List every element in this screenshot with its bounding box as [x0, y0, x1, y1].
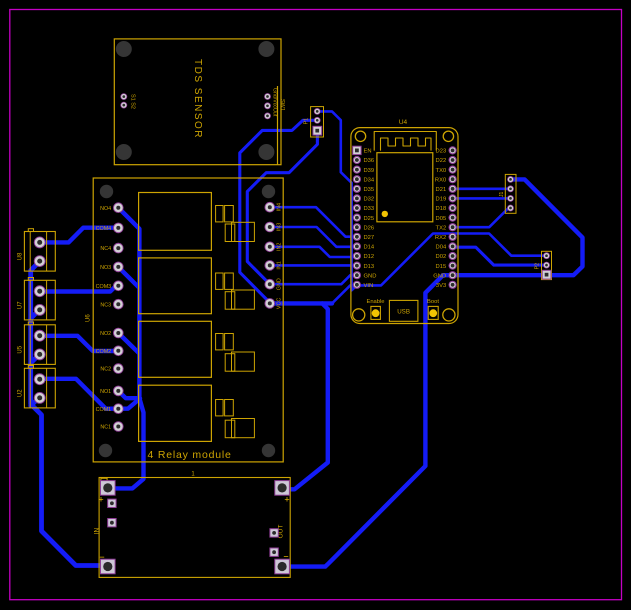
svg-text:COM1: COM1	[96, 407, 112, 413]
svg-text:Enable: Enable	[366, 299, 384, 305]
svg-text:COM4: COM4	[96, 226, 112, 232]
svg-text:USB: USB	[397, 309, 410, 316]
svg-text:D35: D35	[364, 187, 375, 193]
svg-text:D12: D12	[364, 254, 375, 260]
svg-text:D15: D15	[436, 264, 447, 270]
svg-text:VIN: VIN	[364, 283, 374, 289]
svg-text:GND: GND	[277, 278, 283, 290]
svg-text:NC2: NC2	[100, 367, 111, 373]
svg-text:TDS SENSOR: TDS SENSOR	[192, 59, 203, 139]
svg-text:U8: U8	[18, 252, 24, 260]
svg-text:J1: J1	[499, 192, 505, 198]
svg-text:D39: D39	[364, 168, 375, 174]
svg-text:IN3: IN3	[277, 223, 283, 231]
svg-text:Boot: Boot	[427, 299, 439, 305]
svg-text:D14: D14	[364, 245, 375, 251]
svg-text:U6: U6	[86, 314, 92, 322]
svg-text:P2: P2	[535, 263, 541, 270]
svg-text:TX2: TX2	[436, 225, 447, 231]
svg-text:COM2: COM2	[96, 349, 112, 355]
svg-text:D21: D21	[436, 187, 447, 193]
svg-text:D19: D19	[436, 197, 447, 203]
svg-text:D05: D05	[436, 216, 447, 222]
svg-text:IN1: IN1	[277, 261, 283, 269]
svg-text:D36: D36	[364, 158, 375, 164]
svg-text:Gnd/VccOut: Gnd/VccOut	[272, 88, 278, 117]
svg-text:NO4: NO4	[100, 206, 111, 212]
svg-text:D33: D33	[364, 206, 375, 212]
svg-text:D04: D04	[436, 245, 447, 251]
svg-text:RX2: RX2	[435, 235, 446, 241]
svg-text:D13: D13	[364, 264, 375, 270]
svg-text:IN2: IN2	[277, 243, 283, 251]
svg-text:D22: D22	[436, 158, 447, 164]
svg-text:IN4: IN4	[277, 203, 283, 211]
svg-text:−: −	[99, 552, 104, 562]
svg-text:4 Relay module: 4 Relay module	[148, 449, 232, 461]
svg-text:GND: GND	[364, 273, 377, 279]
svg-text:TX0: TX0	[436, 168, 447, 174]
svg-text:D27: D27	[364, 235, 375, 241]
svg-text:VCC: VCC	[277, 298, 283, 309]
svg-text:1: 1	[191, 472, 195, 478]
svg-text:U2: U2	[18, 389, 24, 397]
svg-text:S1 S2: S1 S2	[130, 94, 136, 109]
svg-text:D34: D34	[364, 177, 375, 183]
svg-text:NO2: NO2	[100, 331, 111, 337]
svg-text:NO3: NO3	[100, 265, 111, 271]
svg-text:3V3: 3V3	[436, 283, 446, 289]
svg-text:IN: IN	[94, 527, 101, 534]
svg-text:−: −	[283, 552, 288, 562]
svg-text:EN: EN	[364, 149, 372, 155]
svg-text:+: +	[98, 495, 103, 505]
svg-text:GND: GND	[433, 273, 446, 279]
svg-text:NO1: NO1	[100, 389, 111, 395]
svg-text:D02: D02	[436, 254, 447, 260]
svg-text:U5: U5	[18, 345, 24, 353]
svg-text:NC1: NC1	[100, 425, 111, 431]
svg-text:RX0: RX0	[435, 177, 446, 183]
svg-text:+: +	[284, 495, 289, 505]
svg-text:D23: D23	[436, 149, 447, 155]
svg-text:U7: U7	[18, 301, 24, 309]
svg-text:NC3: NC3	[100, 302, 111, 308]
svg-text:P1: P1	[304, 118, 310, 125]
svg-text:NC4: NC4	[100, 246, 111, 252]
svg-text:COM3: COM3	[96, 284, 112, 290]
svg-text:U4: U4	[399, 119, 408, 126]
svg-text:D32: D32	[364, 197, 375, 203]
svg-text:D26: D26	[364, 225, 375, 231]
svg-text:D25: D25	[364, 216, 375, 222]
svg-text:D18: D18	[436, 206, 447, 212]
svg-text:OUT: OUT	[278, 525, 285, 539]
svg-text:SW1: SW1	[279, 99, 285, 111]
